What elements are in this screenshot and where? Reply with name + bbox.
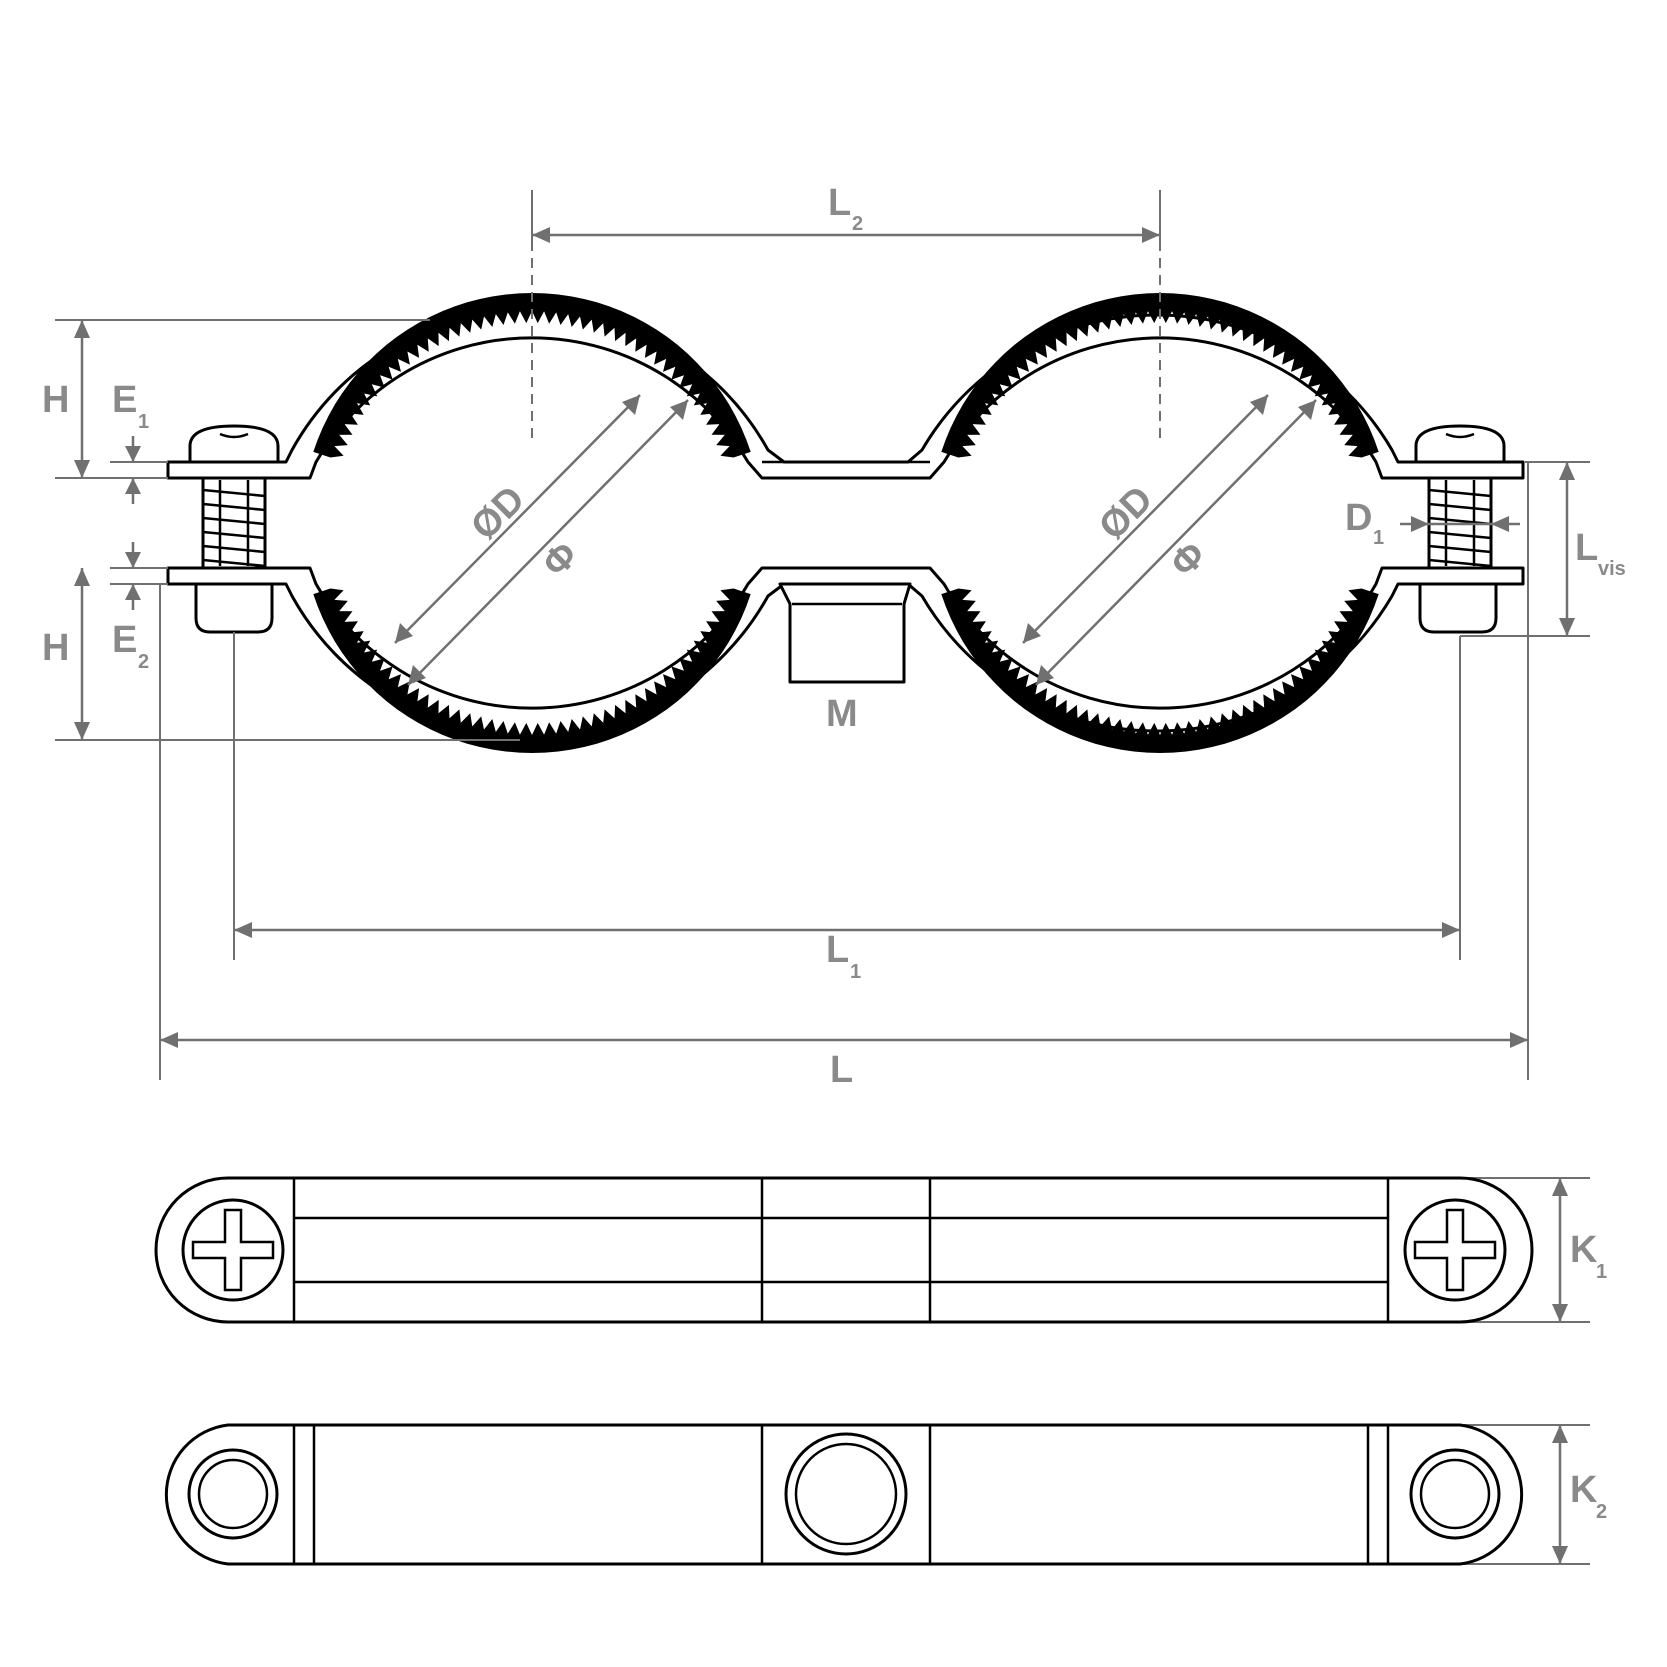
liner-teeth (313, 588, 751, 753)
liner-teeth (941, 293, 1379, 458)
label-l2-sub: 2 (852, 213, 863, 235)
top-left-cross-icon (191, 1208, 275, 1292)
liner-right (941, 293, 1379, 753)
label-e2: E (112, 619, 137, 661)
label-l: L (830, 1049, 853, 1091)
label-od-right: ØD (1091, 478, 1161, 548)
liner-teeth (941, 588, 1379, 753)
label-od-left: ØD (463, 478, 533, 548)
top-view-body (154, 1176, 1534, 1324)
top-right-cross-icon (1413, 1208, 1497, 1292)
bottom-view (164, 1423, 1524, 1566)
label-e1-sub: 1 (138, 411, 149, 433)
label-l1-sub: 1 (850, 961, 861, 983)
label-lvis: L (1575, 527, 1598, 569)
label-d1-sub: 1 (1373, 527, 1384, 549)
top-left-screw-head (181, 1198, 285, 1302)
label-h-bottom: H (42, 627, 69, 669)
label-h-top: H (42, 379, 69, 421)
liner-left (313, 293, 751, 753)
label-phi-right: Φ (1163, 534, 1215, 586)
label-m: M (826, 693, 858, 735)
liner-teeth (313, 293, 751, 458)
top-view (154, 1176, 1534, 1324)
bottom-left-nut (187, 1448, 279, 1540)
left-screw (188, 424, 280, 634)
front-view (166, 190, 1525, 753)
label-k1: K (1570, 1229, 1598, 1271)
label-lvis-sub: vis (1598, 558, 1626, 580)
label-e1: E (112, 379, 137, 421)
label-k2: K (1570, 1469, 1598, 1511)
top-right-screw-head (1403, 1198, 1507, 1302)
bottom-center-mount (784, 1432, 908, 1556)
label-d1: D (1345, 497, 1372, 539)
label-k2-sub: 2 (1596, 1501, 1607, 1523)
bottom-right-nut (1409, 1448, 1501, 1540)
mount-nut (778, 582, 912, 684)
label-k1-sub: 1 (1596, 1261, 1607, 1283)
right-screw (1414, 424, 1506, 634)
label-l1: L (826, 929, 849, 971)
label-e2-sub: 2 (138, 651, 149, 673)
label-phi-left: Φ (535, 534, 587, 586)
label-l2: L (828, 182, 851, 224)
dimensions (55, 190, 1590, 1565)
